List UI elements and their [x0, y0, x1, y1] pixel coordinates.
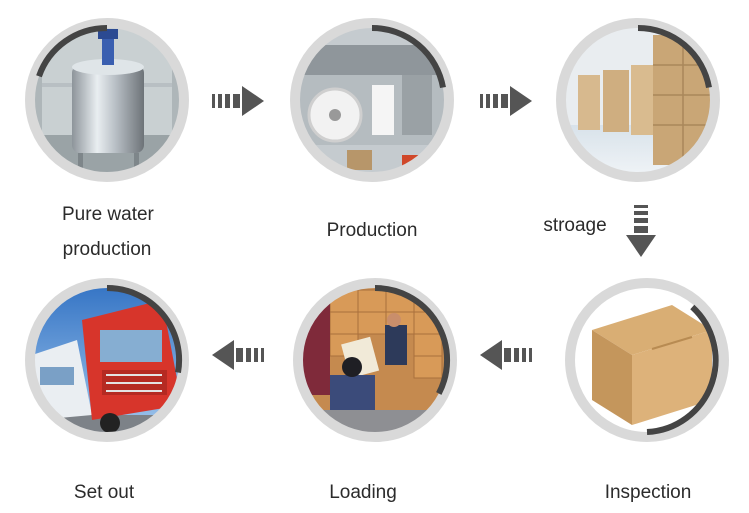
mixing-tank-photo — [34, 27, 180, 173]
arrow-left-icon — [212, 340, 264, 370]
step-label-pure-water: Pure water production — [62, 204, 154, 260]
arrow-left-icon — [480, 340, 532, 370]
step-label-set-out: Set out — [73, 482, 135, 503]
step-label-storage: stroage — [543, 215, 607, 236]
trucks-photo — [34, 287, 180, 433]
arrow-right-icon — [480, 86, 532, 116]
step-storage — [553, 15, 723, 185]
workers-loading-photo — [302, 287, 448, 433]
step-label-loading: Loading — [329, 482, 397, 503]
arrow-right-icon — [212, 86, 264, 116]
step-inspection — [562, 275, 732, 445]
cardboard-box-photo — [574, 287, 720, 433]
step-label-production: Production — [326, 220, 418, 241]
step-label-inspection: Inspection — [604, 482, 692, 503]
step-set-out — [22, 275, 192, 445]
step-pure-water — [22, 15, 192, 185]
production-machine-photo — [299, 27, 445, 173]
carton-warehouse-photo — [565, 27, 711, 173]
step-production — [287, 15, 457, 185]
arrow-down-icon — [626, 205, 656, 257]
step-loading — [290, 275, 460, 445]
